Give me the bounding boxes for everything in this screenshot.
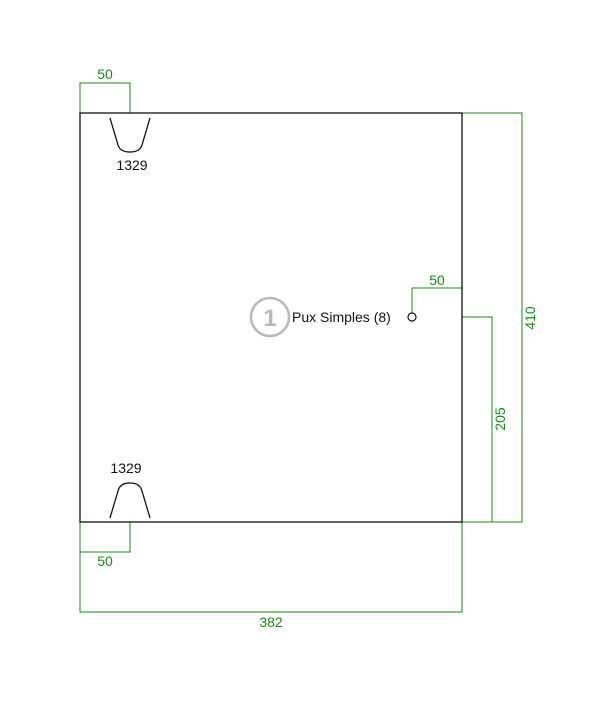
top-slot-label: 1329 [116, 157, 147, 173]
total-height-dimension-text: 410 [522, 306, 538, 330]
bottom-slot-dimension-line [79, 522, 131, 553]
top-slot-dimension-line [79, 82, 131, 113]
bottom-slot-label: 1329 [110, 460, 141, 476]
total-width-dimension-line [79, 522, 463, 613]
bottom-slot-shape [109, 482, 151, 519]
total-height-dimension-line [462, 112, 523, 523]
hole-badge-number: 1 [263, 305, 276, 332]
hole-offset-dimension-text: 50 [429, 272, 445, 288]
hole-label: Pux Simples (8) [292, 309, 391, 325]
bottom-slot-dimension-text: 50 [97, 553, 113, 569]
hole-height-dimension-text: 205 [492, 407, 508, 431]
hole-marker [407, 312, 417, 322]
panel-outline [79, 112, 463, 523]
hole-badge-circle [249, 296, 291, 338]
hole-height-dimension-line [462, 316, 493, 523]
total-width-dimension-text: 382 [259, 614, 283, 630]
top-slot-dimension-text: 50 [97, 66, 113, 82]
dimension-lines [79, 82, 523, 613]
top-slot-shape [109, 117, 151, 153]
hole-offset-dimension-line [411, 287, 463, 316]
